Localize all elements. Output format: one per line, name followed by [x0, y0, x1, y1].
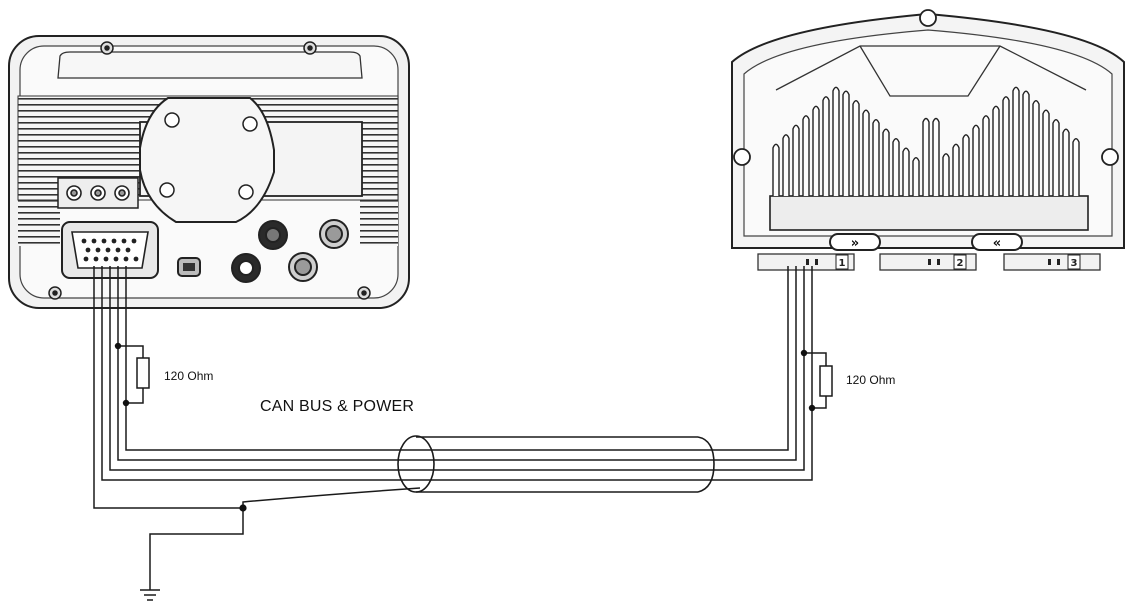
- heat-sink-fin: [1012, 86, 1020, 196]
- mount-plate: [139, 97, 275, 223]
- port-number-1: 1: [839, 258, 846, 269]
- resistor-left-symbol: [136, 357, 150, 389]
- heat-sink-fin: [812, 105, 820, 196]
- heat-sink-fin: [1002, 96, 1010, 196]
- port-number-2: 2: [957, 258, 964, 269]
- heat-sink-fin: [872, 118, 880, 196]
- wiring: [93, 266, 827, 590]
- resistor-right-label: 120 Ohm: [846, 373, 896, 387]
- port-number-3: 3: [1071, 258, 1078, 269]
- bus-label: CAN BUS & POWER: [260, 398, 415, 415]
- junction-dots: [114, 342, 816, 512]
- heat-sink-fin: [852, 99, 860, 196]
- heat-sink-fin: [862, 109, 870, 196]
- heat-sink-fin: [912, 156, 920, 196]
- heat-sink-fin: [782, 134, 790, 196]
- heat-sink-fins: [772, 86, 1080, 196]
- resistor-left-label: 120 Ohm: [164, 369, 214, 383]
- heat-sink-fin: [882, 128, 890, 196]
- heat-sink-fin: [772, 143, 780, 196]
- ground-icon: [140, 589, 160, 601]
- arrow-tab-icons: » «: [829, 233, 1023, 251]
- heat-sink-fin: [1042, 109, 1050, 196]
- heat-sink-fin: [992, 105, 1000, 196]
- heat-sink-fin: [1022, 90, 1030, 196]
- heat-sink-fin: [902, 147, 910, 196]
- heat-sink-fin: [982, 115, 990, 196]
- heat-sink-fin: [1072, 137, 1080, 196]
- heat-sink-fin: [832, 86, 840, 196]
- heat-sink-fin: [792, 124, 800, 196]
- heat-sink-fin: [942, 153, 950, 196]
- svg-text:»: »: [851, 236, 859, 251]
- heat-sink-fin: [1062, 128, 1070, 196]
- heat-sink-fin: [962, 134, 970, 196]
- mounting-screw-icons: [48, 41, 371, 300]
- heat-sink-fin: [842, 90, 850, 196]
- svg-text:«: «: [993, 236, 1001, 251]
- heat-sink-fin: [932, 117, 940, 196]
- cable-jacket: [397, 435, 715, 493]
- main-connector: [61, 221, 159, 279]
- heat-sink-fin: [1052, 118, 1060, 196]
- jack-icons: [66, 185, 130, 201]
- round-connector-icons: [231, 219, 349, 283]
- heat-sink-fin: [972, 124, 980, 196]
- resistor-right-symbol: [819, 365, 833, 397]
- control-unit: » « 1 2 3: [731, 9, 1125, 271]
- heat-sink-fin: [952, 143, 960, 196]
- heat-sink-fin: [892, 137, 900, 196]
- heat-sink-fin: [822, 96, 830, 196]
- display-unit-rear: [8, 35, 410, 309]
- heat-sink-fin: [1032, 99, 1040, 196]
- heat-sink-fin: [802, 115, 810, 196]
- heat-sink-fin: [922, 117, 930, 196]
